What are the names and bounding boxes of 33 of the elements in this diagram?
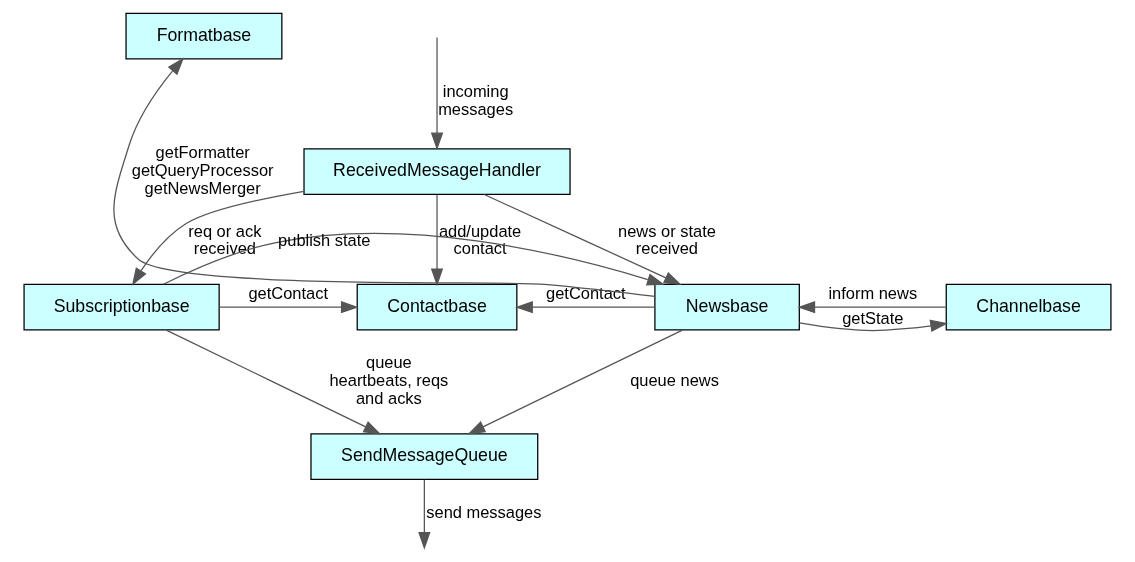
node-box: Newsbase [654, 283, 800, 331]
node-box: ReceivedMessageHandler [303, 148, 571, 196]
edge-label: getState [842, 309, 904, 328]
arrow [483, 193, 682, 286]
arrow [131, 190, 305, 286]
edge-label: add/update contact [438, 221, 522, 258]
edge-label: send messages [426, 502, 542, 521]
edge-label: getContact [546, 283, 626, 302]
edge-label: publish state [278, 230, 371, 249]
edge-label: queue news [630, 371, 719, 390]
arrow [515, 300, 656, 314]
edge-label: news or state received [618, 221, 716, 258]
arrow [218, 300, 359, 314]
node-box: Contactbase [356, 283, 518, 331]
edge-label: req or ack received [188, 221, 262, 258]
arrow [418, 479, 431, 550]
arrow [798, 319, 949, 332]
edge-label: getFormatter getQueryProcessor getNewsMerger [131, 143, 274, 197]
arrow [797, 300, 947, 314]
edge-label: getContact [248, 283, 328, 302]
arrow [467, 329, 684, 435]
arrow [430, 36, 444, 151]
arrow [162, 232, 665, 286]
arrow [430, 194, 444, 287]
node-box: Formatbase [125, 12, 283, 60]
node-box: Channelbase [945, 283, 1112, 331]
edge-label: queue heartbeats, reqs and acks [329, 353, 449, 407]
edge-label: inform news [828, 283, 918, 302]
node-box: SendMessageQueue [310, 433, 539, 481]
arrow [165, 329, 382, 435]
edge-label: incoming messages [438, 82, 514, 119]
arrow [113, 57, 656, 298]
node-box: Subscriptionbase [23, 283, 220, 331]
